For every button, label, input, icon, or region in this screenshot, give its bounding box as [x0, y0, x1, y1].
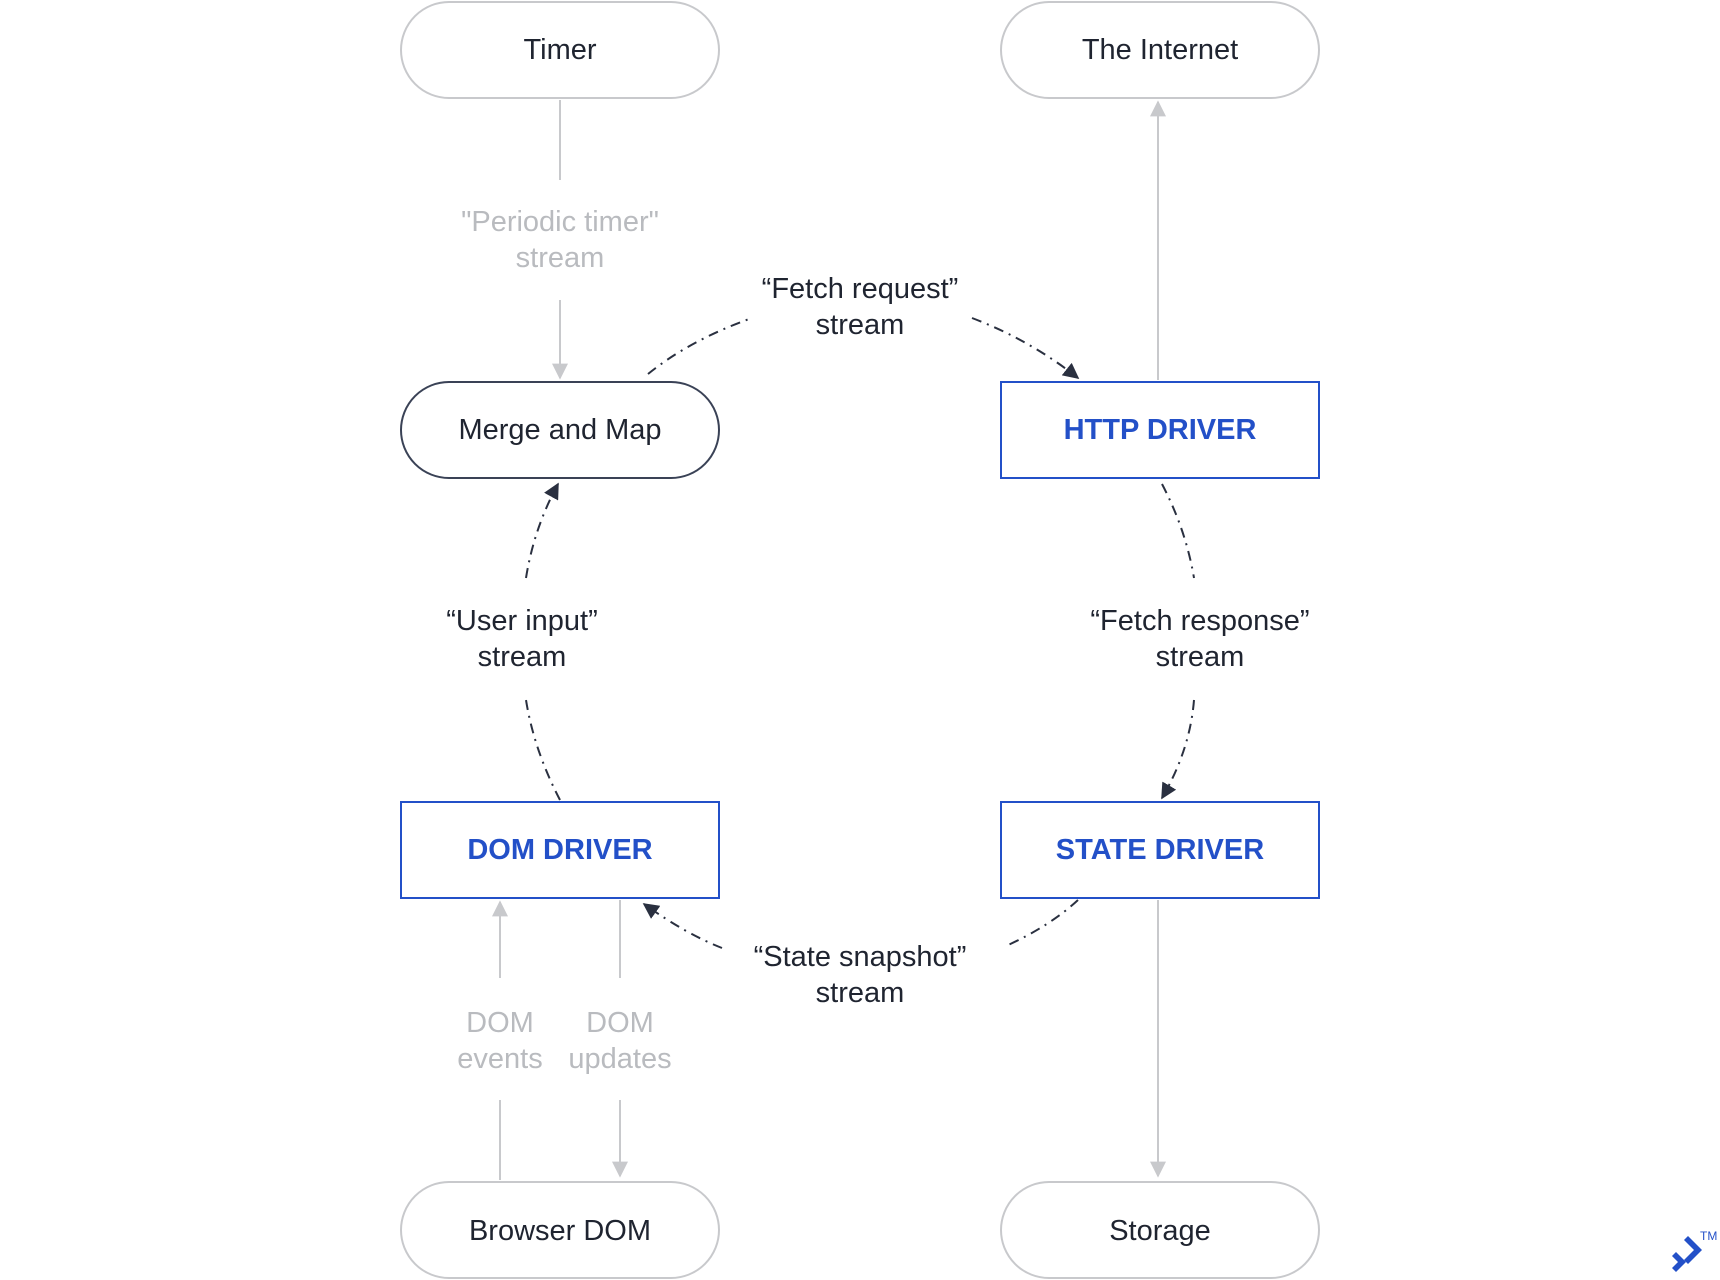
fetch-response-stream-label: “Fetch response” stream	[1090, 605, 1309, 673]
fetch-response-arc-top	[1161, 483, 1195, 579]
fetch-request-stream-label: “Fetch request” stream	[762, 273, 959, 341]
internet-node: The Internet	[1000, 1, 1320, 99]
dom-events-line2: events	[457, 1043, 542, 1075]
dom-events-label: DOM events	[457, 1007, 542, 1075]
http-driver-node: HTTP DRIVER	[1000, 381, 1320, 479]
fetch-request-arc-left	[647, 317, 753, 375]
user-input-line1: “User input”	[446, 605, 598, 637]
fetch-request-line2: stream	[816, 309, 905, 341]
browser-dom-node: Browser DOM	[400, 1181, 720, 1279]
state-snapshot-arc-left	[642, 903, 723, 949]
dom-updates-line1: DOM	[586, 1007, 654, 1039]
merge-map-label: Merge and Map	[458, 414, 661, 446]
browser-dom-label: Browser DOM	[469, 1215, 651, 1247]
fetch-request-line1: “Fetch request”	[762, 273, 959, 305]
state-snapshot-line2: stream	[816, 977, 905, 1009]
user-input-arc-top	[525, 482, 559, 579]
dom-events-line1: DOM	[466, 1007, 534, 1039]
fetch-request-arc-right	[971, 317, 1080, 379]
user-input-arc-bottom	[525, 699, 561, 801]
http-driver-label: HTTP DRIVER	[1064, 414, 1257, 446]
periodic-timer-line2: stream	[516, 242, 605, 274]
state-snapshot-stream-label: “State snapshot” stream	[754, 941, 967, 1009]
dom-updates-label: DOM updates	[568, 1007, 671, 1075]
state-snapshot-line1: “State snapshot”	[754, 941, 967, 973]
dom-updates-line2: updates	[568, 1043, 671, 1075]
fetch-response-line1: “Fetch response”	[1090, 605, 1309, 637]
toptal-logo-icon: TM	[1672, 1229, 1717, 1272]
state-snapshot-arc-right	[1005, 899, 1079, 947]
user-input-stream-label: “User input” stream	[446, 605, 598, 673]
fetch-response-arc-bottom	[1161, 699, 1195, 800]
timer-node: Timer	[400, 1, 720, 99]
logo-tm: TM	[1700, 1229, 1717, 1243]
dom-driver-label: DOM DRIVER	[467, 834, 652, 866]
merge-map-node: Merge and Map	[400, 381, 720, 479]
state-driver-node: STATE DRIVER	[1000, 801, 1320, 899]
storage-node: Storage	[1000, 1181, 1320, 1279]
storage-label: Storage	[1109, 1215, 1211, 1247]
dom-driver-node: DOM DRIVER	[400, 801, 720, 899]
periodic-timer-line1: "Periodic timer"	[461, 206, 659, 238]
state-driver-label: STATE DRIVER	[1056, 834, 1264, 866]
periodic-timer-stream-label: "Periodic timer" stream	[461, 206, 659, 274]
internet-label: The Internet	[1082, 34, 1238, 66]
timer-label: Timer	[523, 34, 596, 66]
fetch-response-line2: stream	[1156, 641, 1245, 673]
user-input-line2: stream	[478, 641, 567, 673]
